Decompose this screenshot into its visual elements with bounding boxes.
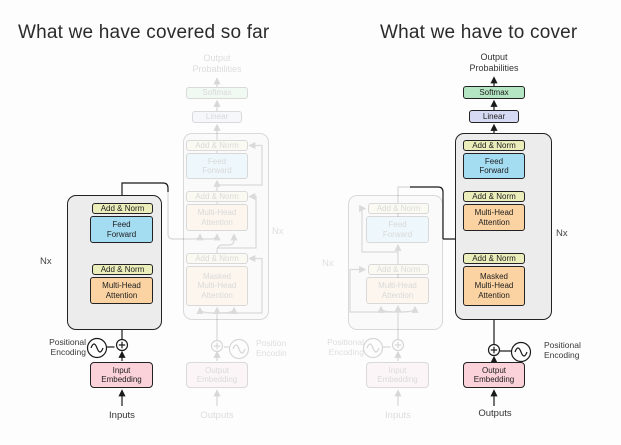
- left-encoder-add-norm-bottom: Add & Norm: [92, 264, 153, 275]
- left-encoder-feed-forward: Feed Forward: [90, 216, 153, 243]
- right-output-probabilities-label: Output Probabilities: [469, 52, 519, 73]
- right-title: What we have to cover: [380, 22, 578, 43]
- left-inputs-label: Inputs: [109, 410, 135, 421]
- left-encoder-multi-head-attention: Multi-Head Attention: [90, 277, 153, 304]
- right-decoder-multi-head-attention: Multi-Head Attention: [463, 204, 525, 231]
- left-positional-encoding-label: Positional Encoding: [49, 337, 86, 358]
- right-decoder-feed-forward: Feed Forward: [463, 153, 525, 179]
- right-decoder-nx-label: Nx: [556, 228, 568, 239]
- right-decoder-add-norm-top: Add & Norm: [463, 140, 525, 151]
- right-decoder-add-norm-bottom: Add & Norm: [463, 253, 525, 264]
- left-title: What we have covered so far: [18, 22, 270, 43]
- right-outputs-label: Outputs: [478, 408, 512, 419]
- right-decoder-positional-encoding-label: Positional Encoding: [544, 340, 581, 361]
- left-encoder-add-norm-top: Add & Norm: [92, 203, 153, 214]
- left-input-embedding: Input Embedding: [90, 362, 153, 388]
- right-decoder-masked-multi-head-attention: Masked Multi-Head Attention: [463, 266, 525, 306]
- right-output-embedding: Output Embedding: [463, 362, 525, 388]
- right-decoder-add-norm-middle: Add & Norm: [463, 191, 525, 202]
- right-linear: Linear: [469, 110, 519, 123]
- left-encoder-nx-label: Nx: [40, 256, 52, 267]
- right-softmax: Softmax: [463, 86, 525, 99]
